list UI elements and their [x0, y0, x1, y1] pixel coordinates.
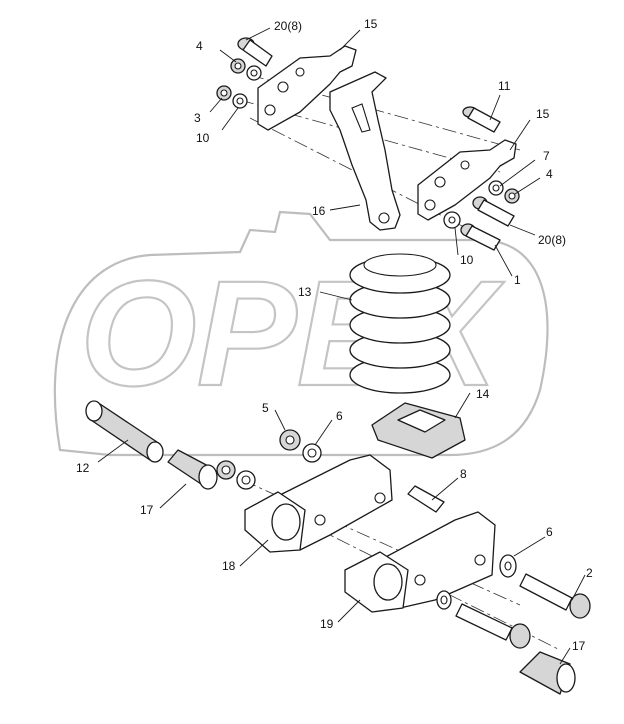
watermark-gear-outline	[53, 210, 549, 457]
callout-labels: 20(8) 15 4 3 10 11 15 7 4 16 20(8) 10 1 …	[76, 17, 593, 653]
watermark: OPEX	[53, 210, 549, 457]
callout-4-left: 4	[196, 39, 203, 53]
part-16-lever	[329, 71, 401, 231]
callout-1: 1	[514, 273, 521, 287]
callout-3: 3	[194, 111, 201, 125]
callout-15-top: 15	[364, 17, 378, 31]
callout-10-left: 10	[196, 131, 210, 145]
part-8-pin	[407, 485, 445, 513]
callout-14: 14	[476, 387, 490, 401]
part-13-coil-spring	[349, 253, 451, 394]
callout-8: 8	[460, 467, 467, 481]
callout-6-right: 6	[546, 525, 553, 539]
part-17-bushing-left	[167, 449, 218, 490]
part-15-right-bracket	[417, 139, 517, 221]
part-15-left-bracket	[257, 45, 357, 131]
callout-7: 7	[543, 149, 550, 163]
leader-lines	[97, 27, 586, 665]
callout-10-right: 10	[460, 253, 474, 267]
center-nuts-washers	[216, 429, 322, 490]
callout-2: 2	[586, 566, 593, 580]
callout-17-left: 17	[140, 503, 154, 517]
callout-18: 18	[222, 559, 236, 573]
callout-20-top-left: 20(8)	[274, 19, 302, 33]
callout-5: 5	[262, 401, 269, 415]
part-19-arm	[344, 511, 496, 613]
callout-17-right: 17	[572, 639, 586, 653]
callout-15-right: 15	[536, 107, 550, 121]
part-12-pin	[85, 400, 164, 463]
right-bolts	[443, 196, 515, 251]
callout-16: 16	[312, 204, 326, 218]
part-17-bushing-right	[519, 651, 576, 695]
callout-6-center: 6	[336, 409, 343, 423]
left-nut-washer-stack	[216, 58, 262, 109]
part-20-bolt-left	[237, 37, 273, 67]
callout-12: 12	[76, 461, 90, 475]
right-lower-bolts	[436, 554, 591, 649]
callout-20-right: 20(8)	[538, 233, 566, 247]
callout-19: 19	[320, 617, 334, 631]
callout-4-right: 4	[546, 167, 553, 181]
part-18-arm	[244, 454, 393, 553]
part-11-bolt	[462, 106, 501, 133]
part-14-spring-seat	[371, 402, 466, 459]
callout-13: 13	[298, 285, 312, 299]
callout-11: 11	[498, 79, 511, 93]
right-washer-nut	[488, 180, 520, 204]
